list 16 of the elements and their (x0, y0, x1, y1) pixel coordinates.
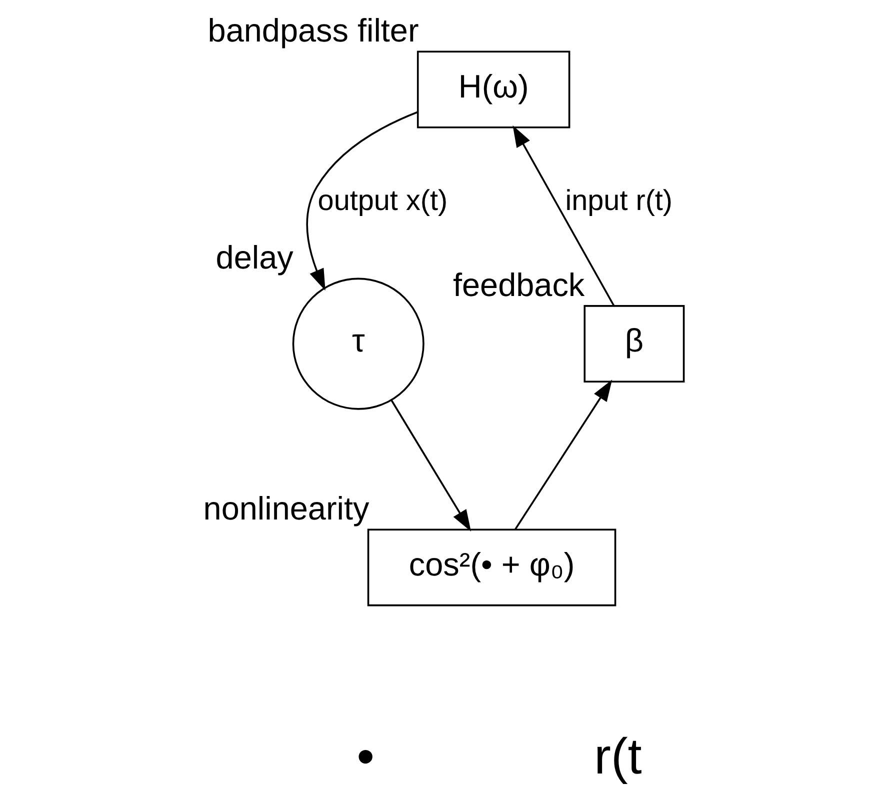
label: r(t (594, 728, 642, 785)
arrow (390, 400, 472, 532)
label: • (356, 728, 374, 785)
node-label: bandpass filter (208, 12, 419, 49)
node-label: feedback (452, 266, 585, 303)
node-circle: τ (292, 278, 424, 410)
node-label: delay (216, 240, 294, 276)
edge-label: input r(t) (565, 184, 673, 217)
arrow (306, 111, 418, 291)
node-box: β (584, 305, 685, 383)
arrow (514, 380, 612, 530)
arrow (512, 125, 615, 306)
edge-label: output x(t) (318, 184, 448, 217)
node-box: H(ω) (416, 50, 570, 128)
node-label: nonlinearity (203, 490, 370, 527)
node-box: cos²(• + φ₀) (367, 528, 616, 606)
